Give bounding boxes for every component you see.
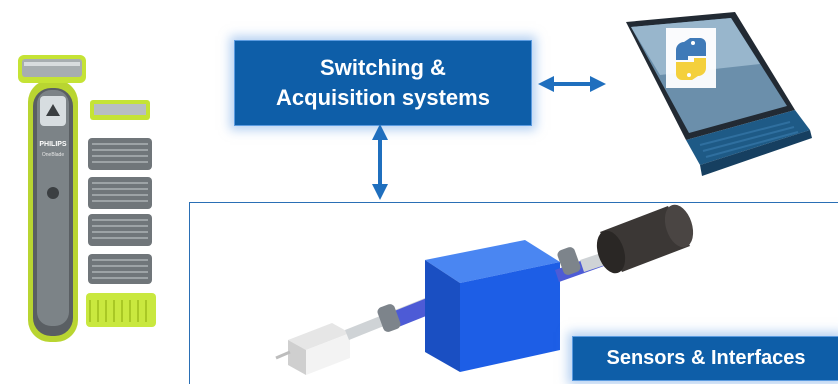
comb-attachment-2: [88, 177, 152, 209]
green-comb-attachment: [86, 293, 156, 327]
switching-box-line1: Switching &: [320, 55, 446, 80]
shaver-model: OneBlade: [42, 152, 64, 158]
switching-acquisition-box: Switching & Acquisition systems: [234, 40, 532, 126]
blade-attachment: [90, 100, 150, 120]
python-logo: [666, 28, 716, 88]
shaver-product-image: PHILIPS OneBlade: [18, 55, 156, 342]
sensors-interfaces-box: Sensors & Interfaces: [572, 336, 838, 381]
comb-attachment-3: [88, 214, 152, 246]
shaver-brand: PHILIPS: [39, 141, 67, 148]
switching-box-line2: Acquisition systems: [276, 85, 490, 110]
comb-attachment-1: [88, 138, 152, 170]
comb-attachment-4: [88, 254, 152, 284]
